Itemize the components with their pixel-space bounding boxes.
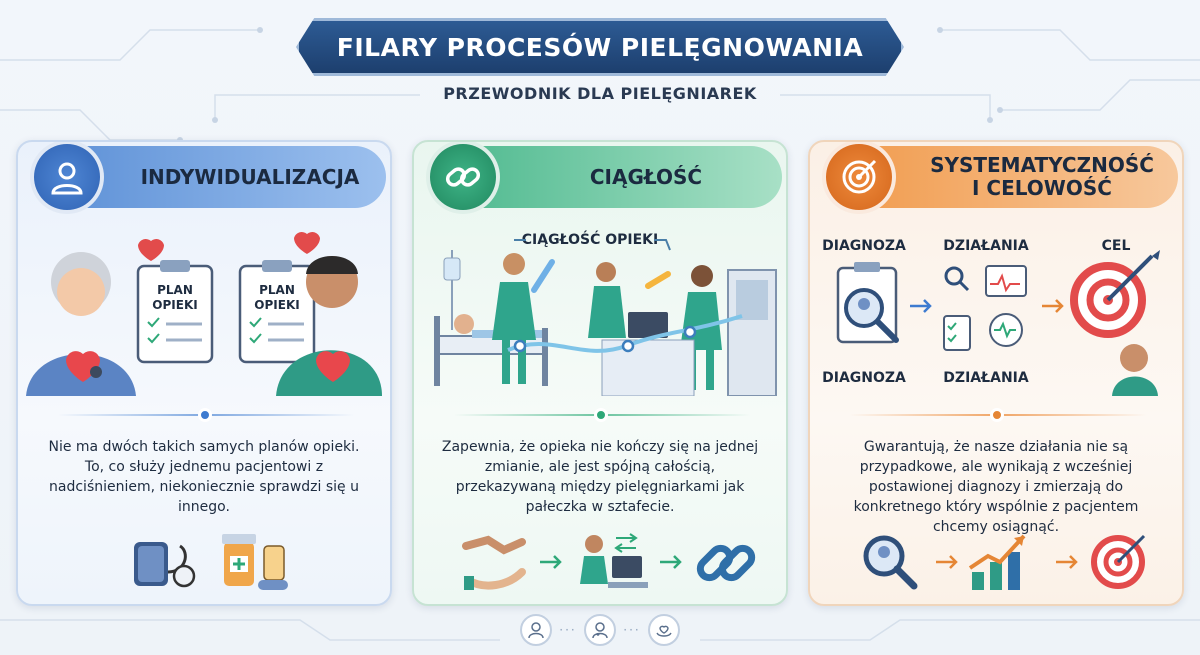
pillar-card-continuity: CIĄGŁOŚĆ CIĄGŁOŚĆ OPIEKI Zapew	[412, 140, 788, 606]
handshake-icon	[462, 535, 526, 590]
target-icon	[822, 142, 896, 214]
heart-icon	[294, 232, 320, 254]
arrow-icon	[660, 555, 682, 569]
person-icon	[30, 142, 104, 214]
baton	[645, 271, 671, 289]
nurse-computer-icon	[580, 533, 648, 588]
pillar-header: SYSTEMATYCZNOŚĆ I CELOWOŚĆ	[822, 142, 1178, 214]
pillar-header: CIĄGŁOŚĆ	[426, 142, 782, 214]
pillar-bottom-icons	[462, 533, 756, 590]
medication-icon	[222, 534, 288, 590]
patient-figure	[1112, 344, 1158, 396]
pillar-description: Nie ma dwóch takich samych planów opieki…	[48, 439, 360, 515]
individual-care-illustration: PLAN OPIEKI PLAN OPIEKI	[26, 232, 382, 396]
chain-link-icon	[426, 142, 500, 214]
pillar-bottom-icons	[134, 534, 288, 590]
systematic-process-illustration: DIAGNOZA DZIAŁANIA CEL DIAGNOZA DZIAŁANI…	[822, 238, 1160, 396]
page-title: FILARY PROCESÓW PIELĘGNOWANIA	[336, 32, 864, 62]
actions-icon	[943, 265, 1027, 351]
divider-dot	[198, 408, 212, 422]
nurse-figure	[588, 262, 626, 338]
chain-link-icon	[696, 544, 756, 582]
nurse-figure	[492, 253, 536, 384]
plan-label: PLAN	[157, 283, 193, 297]
continuity-label: CIĄGŁOŚĆ OPIEKI	[522, 230, 658, 248]
nurse-icon	[520, 614, 552, 646]
step-label: DZIAŁANIA	[943, 370, 1029, 386]
pillar-bottom-icons	[863, 534, 1146, 590]
footer-icon-row: ··· ···	[520, 612, 680, 648]
magnifier-icon	[863, 535, 918, 590]
doctor-icon	[583, 614, 616, 646]
continuity-care-illustration: CIĄGŁOŚĆ OPIEKI	[434, 230, 777, 396]
plan-label: OPIEKI	[254, 298, 299, 312]
growth-chart-icon	[968, 534, 1026, 590]
care-plan-clipboard: PLAN OPIEKI	[238, 260, 316, 364]
step-label: DIAGNOZA	[822, 370, 906, 386]
divider-dot	[594, 408, 608, 422]
arrow-icon	[540, 555, 562, 569]
heart-icon	[138, 239, 164, 261]
target-icon	[1091, 534, 1146, 589]
arrow-icon	[910, 299, 932, 313]
blood-pressure-icon	[134, 542, 196, 588]
pillar-description: Gwarantują, że nasze działania nie są pr…	[853, 439, 1139, 535]
pillar-description: Zapewnia, że opieka nie kończy się na je…	[441, 439, 759, 515]
page-subtitle: PRZEWODNIK DLA PIELĘGNIAREK	[443, 84, 757, 103]
arrow-icon	[1056, 555, 1078, 569]
elderly-patient-figure	[26, 252, 136, 396]
plan-label: PLAN	[259, 283, 295, 297]
baton	[531, 259, 555, 293]
care-hands-icon	[647, 614, 680, 646]
pillar-title: CIĄGŁOŚĆ	[589, 164, 703, 189]
footer-separator: ···	[559, 623, 577, 637]
pillar-title: INDYWIDUALIZACJA	[140, 164, 360, 189]
arrow-icon	[936, 555, 958, 569]
title-banner: FILARY PROCESÓW PIELĘGNOWANIA	[296, 18, 904, 76]
plan-label: OPIEKI	[152, 298, 197, 312]
pillar-card-systematic: SYSTEMATYCZNOŚĆ I CELOWOŚĆ DIAGNOZA DZIA…	[808, 140, 1184, 606]
step-label: DZIAŁANIA	[943, 238, 1029, 254]
pillar-card-individualization: INDYWIDUALIZACJA PLAN OPIEKI PLAN OPIEKI	[16, 140, 392, 606]
divider-dot	[990, 408, 1004, 422]
goal-target-icon	[1070, 250, 1160, 338]
care-plan-clipboard: PLAN OPIEKI	[136, 260, 214, 364]
pillar-header: INDYWIDUALIZACJA	[30, 142, 386, 214]
arrow-icon	[1042, 299, 1064, 313]
pillar-title: SYSTEMATYCZNOŚĆ I CELOWOŚĆ	[930, 153, 1154, 200]
diagnosis-icon	[836, 262, 899, 344]
computer-monitor	[628, 312, 668, 338]
step-label: DIAGNOZA	[822, 238, 906, 254]
young-patient-figure	[276, 256, 382, 396]
footer-separator: ···	[623, 623, 641, 637]
step-label: CEL	[1102, 238, 1131, 254]
